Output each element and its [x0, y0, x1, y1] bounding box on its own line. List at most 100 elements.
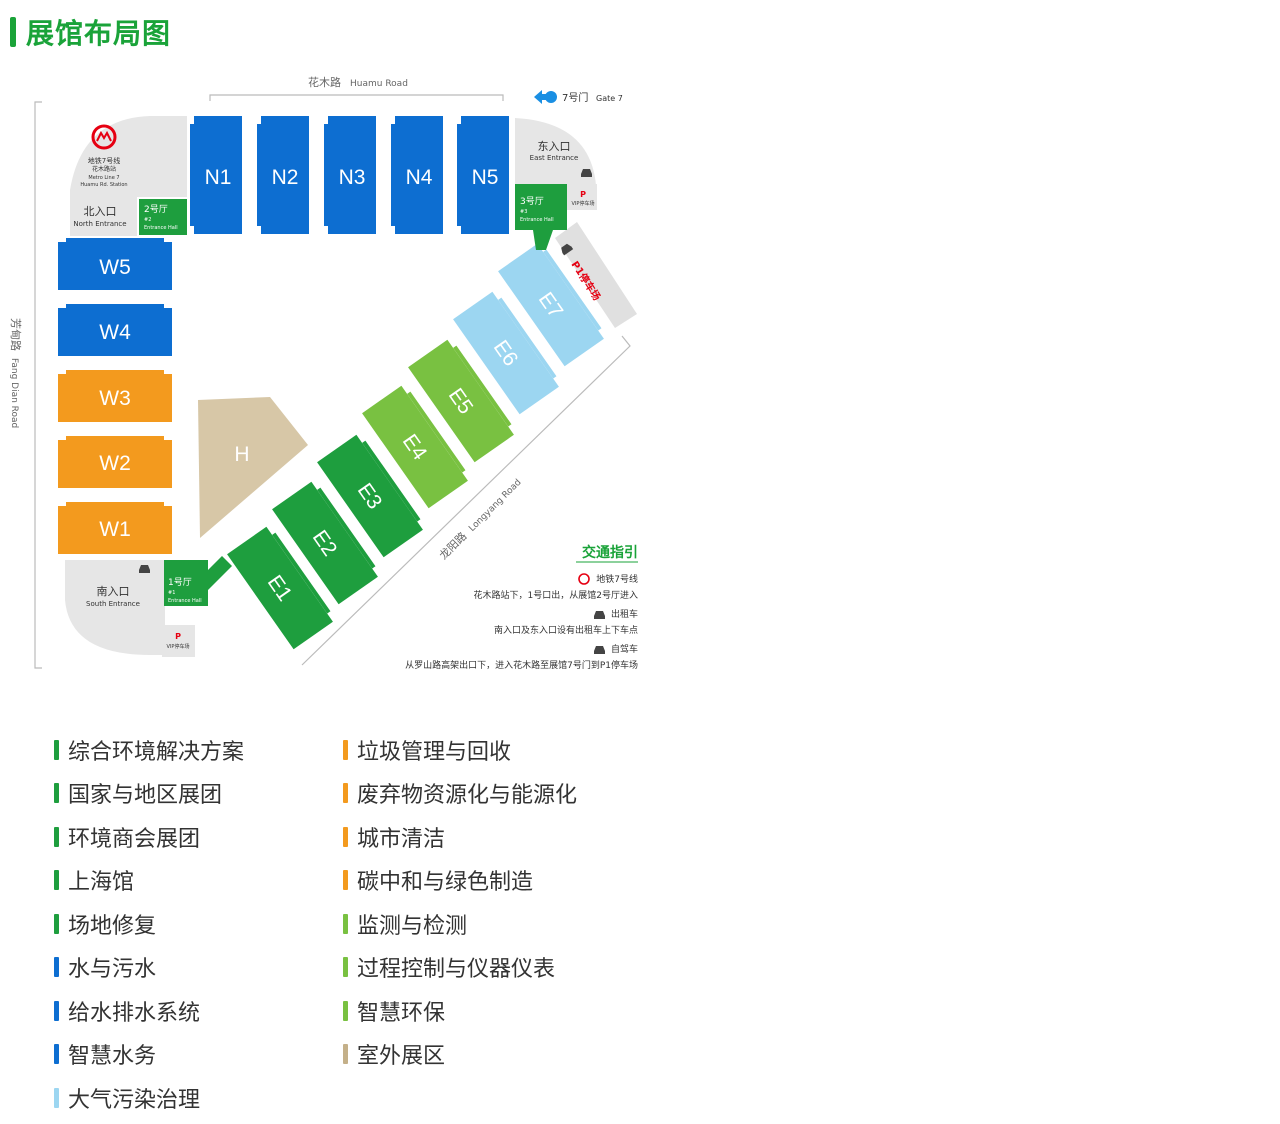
entrance-hall-3-en: Entrance Hall: [520, 217, 554, 223]
legend-label: 综合环境解决方案: [68, 739, 245, 765]
transport-metro-title: 地铁7号线: [596, 573, 638, 585]
legend-label: 大气污染治理: [68, 1087, 201, 1113]
legend-item: 垃圾管理与回收: [343, 728, 577, 772]
legend-item: 城市清洁: [343, 815, 577, 859]
car-guide-icon: [594, 646, 605, 654]
entrance-hall-2[interactable]: 2号厅 #2 Entrance Hall: [139, 199, 187, 235]
hall-E7[interactable]: E7: [498, 241, 607, 367]
taxi-icon-south: [139, 565, 150, 573]
entrance-hall-2-num: #2: [144, 217, 151, 223]
legend-item: 水与污水: [54, 946, 244, 990]
hall-W3[interactable]: W3: [58, 370, 172, 422]
road-west-en-label: Fang Dian Road: [9, 358, 19, 428]
east-entrance-en-label: East Entrance: [530, 154, 579, 162]
entrance-hall-1[interactable]: 1号厅 #1 Entrance Hall: [164, 556, 232, 606]
hall-N3[interactable]: N3: [324, 116, 376, 234]
hall-W4-label: W4: [99, 321, 131, 344]
hall-E3[interactable]: E3: [317, 432, 426, 558]
legend-label: 场地修复: [68, 913, 157, 939]
hall-W1-label: W1: [99, 518, 131, 541]
legend-swatch: [54, 957, 59, 978]
south-entrance-en-label: South Entrance: [86, 600, 140, 608]
legend-swatch: [343, 783, 348, 804]
hall-N4-label: N4: [406, 166, 433, 189]
taxi-guide-icon: [594, 611, 605, 619]
hall-E6[interactable]: E6: [453, 289, 562, 415]
legend-swatch: [343, 826, 348, 847]
entrance-hall-1-num: #1: [168, 590, 175, 596]
hall-W4[interactable]: W4: [58, 304, 172, 356]
legend-label: 室外展区: [357, 1044, 446, 1070]
entrance-hall-2-en: Entrance Hall: [144, 225, 178, 231]
hall-W5[interactable]: W5: [58, 238, 172, 290]
hall-E5[interactable]: E5: [408, 337, 517, 463]
legend-item: 给水排水系统: [54, 989, 244, 1033]
hall-N4[interactable]: N4: [391, 116, 443, 234]
vip-parking-south-p: P: [175, 632, 181, 641]
legend-swatch: [343, 1044, 348, 1065]
car-icon-p1: [561, 243, 574, 256]
transport-taxi-title: 出租车: [611, 608, 638, 620]
road-west-label: 芳甸路: [9, 318, 23, 351]
legend-swatch: [54, 739, 59, 760]
legend-swatch: [343, 1000, 348, 1021]
legend-swatch: [54, 870, 59, 891]
legend-label: 过程控制与仪器仪表: [357, 957, 556, 983]
legend-label: 国家与地区展团: [68, 783, 223, 809]
legend-swatch: [343, 957, 348, 978]
metro-station-label: 花木路站: [92, 165, 116, 173]
metro-station-block: 地铁7号线 花木路站 Metro Line 7 Huamu Rd. Statio…: [80, 124, 128, 188]
hall-E4[interactable]: E4: [362, 383, 471, 509]
hall-N3-label: N3: [339, 166, 366, 189]
hall-N5-label: N5: [472, 166, 499, 189]
legend-swatch: [54, 913, 59, 934]
entrance-hall-1-label: 1号厅: [168, 577, 192, 588]
hall-N2-label: N2: [272, 166, 299, 189]
entrance-hall-1-en: Entrance Hall: [168, 598, 202, 604]
metro-station-en-label: Huamu Rd. Station: [80, 182, 127, 188]
transport-taxi-desc: 南入口及东入口设有出租车上下车点: [494, 624, 638, 636]
legend-swatch: [54, 826, 59, 847]
legend-label: 废弃物资源化与能源化: [357, 783, 578, 809]
hall-H[interactable]: [198, 397, 308, 538]
entrance-hall-3[interactable]: 3号厅 #3 Entrance Hall: [515, 184, 567, 250]
legend-label: 碳中和与绿色制造: [357, 870, 534, 896]
hall-W1[interactable]: W1: [58, 502, 172, 554]
road-line-north: [209, 94, 504, 101]
legend-item: 上海馆: [54, 859, 244, 903]
legend-item: 场地修复: [54, 902, 244, 946]
p1-parking-area: [555, 222, 637, 328]
transport-metro-desc: 花木路站下，1号口出，从展馆2号厅进入: [474, 589, 638, 601]
hall-W2[interactable]: W2: [58, 436, 172, 488]
hall-W2-label: W2: [99, 452, 131, 475]
hall-N1-label: N1: [205, 166, 232, 189]
entrance-hall-3-label: 3号厅: [520, 196, 544, 207]
legend-label: 环境商会展团: [68, 826, 201, 852]
transport-guide: 交通指引 地铁7号线 花木路站下，1号口出，从展馆2号厅进入 出租车 南入口及东…: [405, 544, 638, 671]
metro-guide-icon: [578, 573, 590, 585]
header-accent-bar: [10, 17, 16, 47]
hall-N1[interactable]: N1: [190, 116, 242, 234]
transport-car-desc: 从罗山路高架出口下，进入花木路至展馆7号门到P1停车场: [405, 659, 638, 671]
vip-parking-north-area: [570, 184, 597, 210]
east-entrance-label: 东入口: [538, 140, 571, 153]
hall-N2[interactable]: N2: [257, 116, 309, 234]
legend-swatch: [54, 1044, 59, 1065]
legend-swatch: [343, 739, 348, 760]
hall-N5[interactable]: N5: [457, 116, 509, 234]
hall-E1[interactable]: E1: [227, 524, 336, 650]
hall-W3-label: W3: [99, 387, 131, 410]
entrance-hall-2-label: 2号厅: [144, 204, 168, 215]
vip-parking-north-p: P: [580, 190, 586, 199]
legend-label: 水与污水: [68, 957, 157, 983]
legend-label: 给水排水系统: [68, 1000, 201, 1026]
legend-item: 综合环境解决方案: [54, 728, 244, 772]
hall-E2[interactable]: E2: [272, 479, 381, 605]
road-line-west: [34, 101, 42, 669]
legend-item: 碳中和与绿色制造: [343, 859, 577, 903]
legend-label: 城市清洁: [357, 826, 446, 852]
vip-parking-south-label: VIP停车场: [167, 643, 190, 650]
legend-swatch: [343, 870, 348, 891]
legend-label: 垃圾管理与回收: [357, 739, 512, 765]
legend-item: 环境商会展团: [54, 815, 244, 859]
